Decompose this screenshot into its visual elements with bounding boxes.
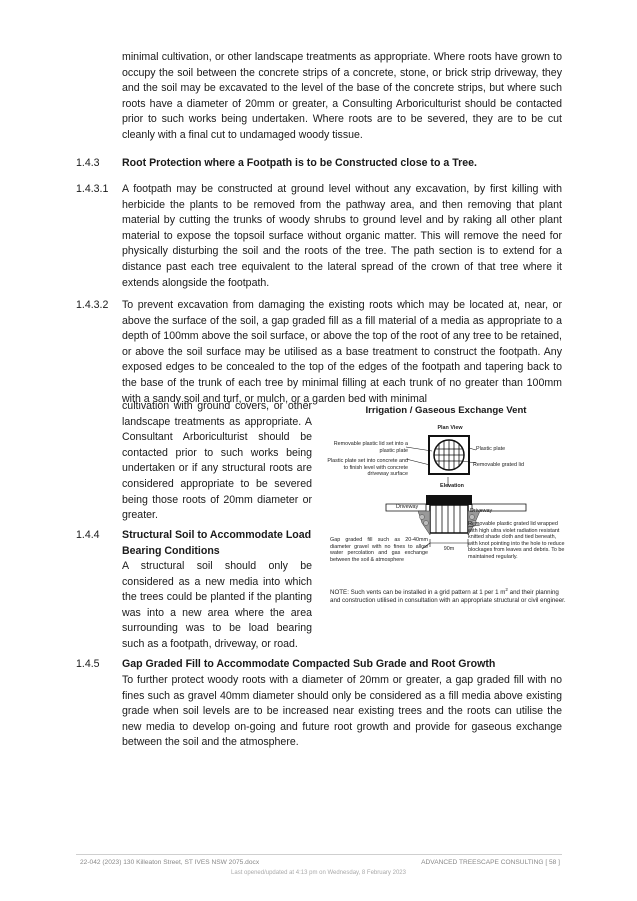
section-1-4-4-text: A structural soil should only be conside… bbox=[122, 560, 312, 650]
label-gravel-fill: Gap graded fill such as 20-40mm diameter… bbox=[330, 537, 428, 563]
section-1-4-4-title: Structural Soil to Accommodate Load Bear… bbox=[122, 529, 312, 557]
elevation-label: Elevation bbox=[440, 483, 464, 489]
figure-title: Irrigation / Gaseous Exchange Vent bbox=[365, 405, 527, 416]
section-1-4-3-1-text: A footpath may be constructed at ground … bbox=[122, 183, 562, 289]
section-1-4-3-number: 1.4.3 bbox=[76, 157, 100, 169]
label-plastic-plate: Plastic plate bbox=[476, 446, 506, 452]
driveway-left-label: Driveway bbox=[396, 504, 419, 510]
footer-last-updated: Last opened/updated at 4:13 pm on Wednes… bbox=[231, 870, 406, 876]
figure-note: NOTE: Such vents can be installed in a g… bbox=[330, 587, 566, 605]
driveway-right-label: Driveway bbox=[470, 508, 493, 514]
section-1-4-5-title: Gap Graded Fill to Accommodate Compacted… bbox=[122, 658, 496, 670]
footer-company-page: ADVANCED TREESCAPE CONSULTING [ 58 ] bbox=[421, 859, 560, 866]
section-1-4-3-title: Root Protection where a Footpath is to b… bbox=[122, 157, 477, 169]
intro-paragraph: minimal cultivation, or other landscape … bbox=[122, 51, 562, 141]
footer-filename: 22-042 (2023) 130 Killeaton Street, ST I… bbox=[80, 859, 260, 866]
plan-view-label: Plan View bbox=[437, 425, 463, 431]
vent-diagram bbox=[385, 435, 527, 550]
section-1-4-5-number: 1.4.5 bbox=[76, 658, 100, 670]
section-1-4-5-text: To further protect woody roots with a di… bbox=[122, 674, 562, 749]
label-plate-concrete: Plastic plate set into concrete and to f… bbox=[327, 458, 408, 478]
label-removable-lid: Removable plastic lid set into a plastic… bbox=[333, 441, 408, 454]
section-1-4-3-2-continued: cultivation with ground covers, or other… bbox=[122, 400, 312, 522]
elevation-drawing bbox=[385, 477, 527, 550]
plan-view-drawing bbox=[405, 435, 477, 475]
section-1-4-3-1-number: 1.4.3.1 bbox=[76, 183, 109, 195]
label-grated-lid: Removable grated lid bbox=[473, 462, 524, 468]
dimension-label: 90m bbox=[443, 546, 455, 552]
footer-divider bbox=[76, 854, 562, 855]
label-wrapped-lid: Removable plastic grated lid wrapped wit… bbox=[468, 521, 565, 560]
section-1-4-3-2-text: To prevent excavation from damaging the … bbox=[122, 299, 562, 405]
section-1-4-3-2-number: 1.4.3.2 bbox=[76, 299, 109, 311]
section-1-4-4-number: 1.4.4 bbox=[76, 529, 100, 541]
